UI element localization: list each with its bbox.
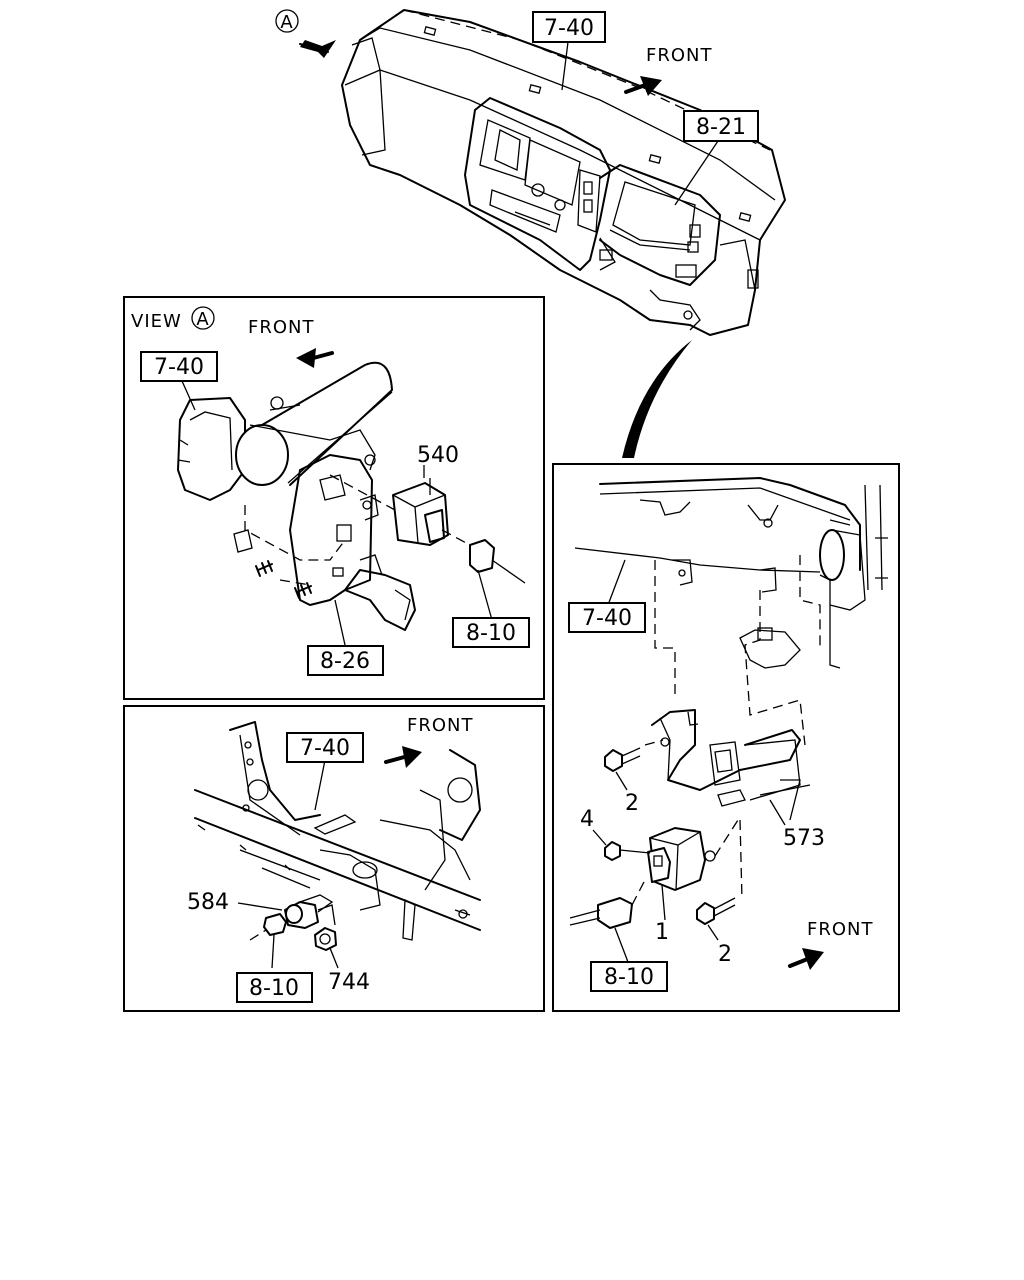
- ref-dashboard-view-a: 7-40: [154, 355, 204, 380]
- part-label-744: 744: [328, 970, 370, 995]
- ref-box-dashboard-lower-left: [286, 732, 364, 763]
- lower-left-panel: FRONT 584: [123, 705, 545, 1012]
- ref-box-harness-lower-left: [236, 972, 313, 1003]
- view-a-panel: VIEW A FRONT: [123, 296, 545, 700]
- view-a-title: VIEW: [131, 311, 182, 332]
- bolt-lower-icon: [696, 897, 736, 925]
- front-label-lower-left: FRONT: [407, 715, 474, 736]
- ref-dashboard-right: 7-40: [582, 606, 632, 631]
- ref-box-cluster: [683, 110, 759, 142]
- ref-box-dashboard-top: [532, 11, 606, 43]
- ref-harness-lower-left: 8-10: [249, 976, 299, 1001]
- bolt-icon: [255, 560, 273, 577]
- front-arrow-top-icon: [624, 76, 662, 96]
- view-a-marker: A: [280, 12, 293, 33]
- ref-dashboard-lower-left: 7-40: [300, 736, 350, 761]
- ref-dashboard-top: 7-40: [544, 16, 594, 41]
- part-label-1: 1: [655, 920, 669, 945]
- view-a-title-marker: A: [196, 309, 209, 330]
- front-arrow-view-a-icon: [296, 348, 334, 368]
- front-arrow-lower-left-icon: [384, 746, 422, 768]
- ref-box-bracket: [307, 645, 384, 676]
- part-label-573: 573: [783, 826, 825, 851]
- screw-icon: [604, 841, 651, 861]
- part-label-4: 4: [580, 807, 594, 832]
- front-label-view-a: FRONT: [248, 317, 315, 338]
- ref-box-harness-right: [590, 961, 668, 992]
- ref-box-harness-view-a: [452, 617, 530, 648]
- part-label-584: 584: [187, 890, 229, 915]
- front-label-top: FRONT: [646, 45, 713, 66]
- top-dashboard-drawing: A: [275, 9, 786, 458]
- ref-bracket: 8-26: [320, 649, 370, 674]
- ref-box-dashboard-right: [568, 602, 646, 633]
- front-label-right: FRONT: [807, 919, 874, 940]
- part-label-2-lower: 2: [718, 942, 732, 967]
- ref-cluster: 8-21: [696, 115, 746, 140]
- ref-harness-view-a: 8-10: [466, 621, 516, 646]
- detail-curve-arrow-icon: [622, 340, 692, 458]
- right-detail-panel: 4 2 2 1 573 7-40 8-10 FRONT: [552, 463, 900, 1012]
- part-label-2-upper: 2: [625, 791, 639, 816]
- view-a-title-circle-icon: [191, 306, 215, 330]
- part-label-540: 540: [417, 443, 459, 468]
- ref-harness-right: 8-10: [604, 965, 654, 990]
- front-arrow-right-icon: [788, 948, 824, 970]
- ref-box-dashboard-view-a: [140, 351, 218, 382]
- bolt-upper-icon: [604, 739, 664, 772]
- view-a-circle-icon: [275, 9, 299, 33]
- bolt-icon: [294, 582, 312, 599]
